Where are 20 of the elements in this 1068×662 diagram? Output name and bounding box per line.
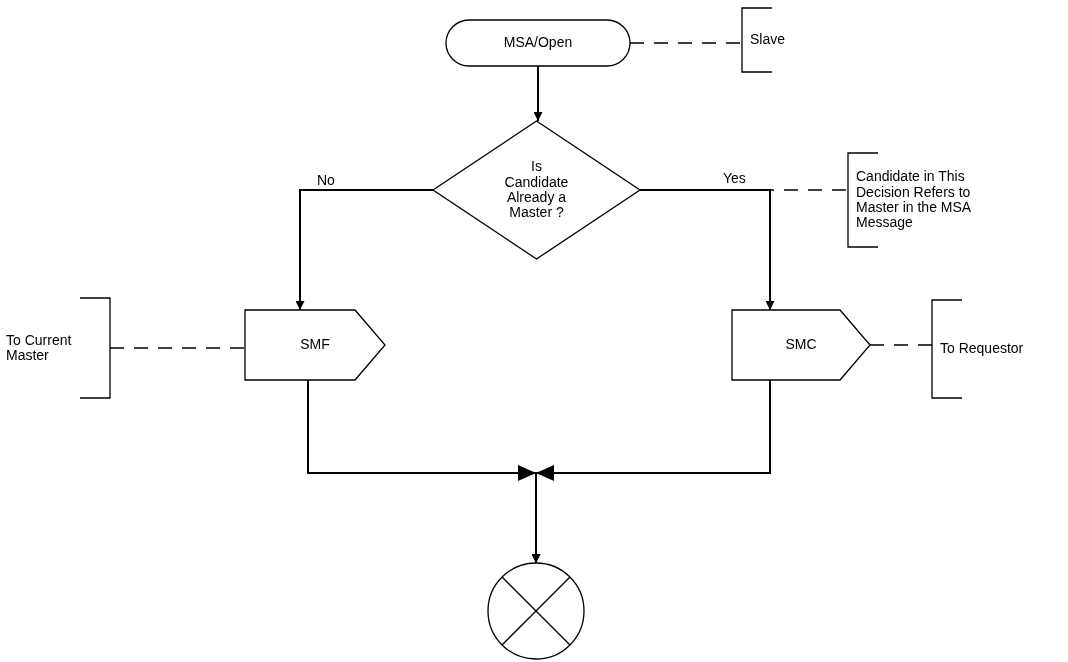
comment-line <box>869 344 933 346</box>
comment-line <box>639 189 849 191</box>
signal-label: SMF <box>300 337 330 353</box>
comment-text: To Requestor <box>940 341 1025 357</box>
signal-label: SMC <box>785 337 817 353</box>
comment-text: To Current Master <box>6 332 73 364</box>
output-signal <box>245 310 385 380</box>
comment-line <box>629 42 743 44</box>
output-signal <box>732 310 870 380</box>
comment-line <box>109 347 246 349</box>
arrow <box>533 65 543 122</box>
decision-text: Is Candidate Already a Master ? <box>503 159 570 221</box>
stop-symbol <box>488 563 584 659</box>
state-label: MSA/Open <box>503 35 573 51</box>
arrow <box>295 189 434 311</box>
comment-text: Candidate in This Decision Refers to Master in the MSA Message <box>856 169 972 231</box>
comment-text: Slave <box>750 32 787 48</box>
decision-diamond <box>433 121 640 259</box>
arrow <box>531 379 771 564</box>
start-terminal <box>446 20 630 66</box>
